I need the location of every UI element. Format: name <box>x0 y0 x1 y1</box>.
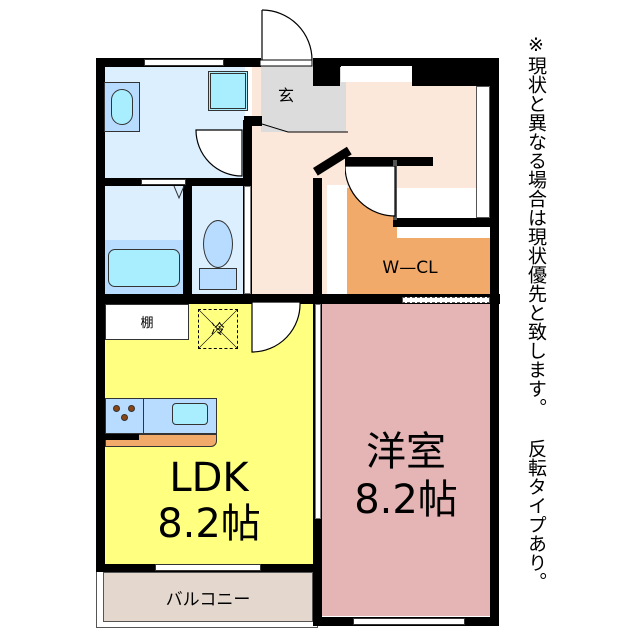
western-room-name: 洋室 <box>366 429 446 475</box>
wall-top-right-block <box>412 58 493 86</box>
toilet-bowl-icon <box>203 220 233 268</box>
burner-icon-1 <box>113 405 120 412</box>
vent-icon <box>173 186 185 200</box>
entrance-door-icon[interactable] <box>258 8 318 68</box>
washroom-door-icon[interactable] <box>194 124 246 180</box>
balcony <box>103 572 313 622</box>
western-room <box>322 304 490 616</box>
wcl-label: W—CL <box>382 258 438 278</box>
wall-closet-top <box>345 157 433 166</box>
ldk-door-icon[interactable] <box>250 302 306 354</box>
ldk-label: LDK 8.2帖 <box>105 455 313 547</box>
closet-passage <box>327 185 347 298</box>
wall-right <box>490 58 499 626</box>
western-room-label: 洋室 8.2帖 <box>322 428 490 524</box>
window-washroom <box>144 59 224 66</box>
kitchen-sink-icon <box>172 403 208 425</box>
sliding-door-room[interactable] <box>315 304 321 519</box>
burner-icon-3 <box>121 414 128 421</box>
shelf-label: 棚 <box>140 316 154 331</box>
wall-wet-bottom <box>96 294 500 304</box>
wall-closet-left <box>313 178 322 300</box>
washbasin-bowl-icon <box>111 89 133 125</box>
washing-machine-icon <box>208 71 248 111</box>
window-top-right <box>341 66 412 82</box>
entrance-label: 玄 <box>277 86 294 105</box>
window-bath <box>141 179 186 185</box>
wall-left <box>96 58 105 570</box>
fridge-label: 冷 <box>211 322 225 338</box>
wall-wcl-notch <box>393 218 493 227</box>
sliding-door-toilet[interactable] <box>244 186 251 294</box>
stove-divider <box>143 398 144 434</box>
window-ldk-bottom <box>155 564 261 571</box>
wcl-notch <box>397 188 490 238</box>
window-room-bottom <box>353 618 465 625</box>
closet-door-icon[interactable] <box>345 166 399 218</box>
balcony-label: バルコニー <box>165 590 251 610</box>
burner-icon-2 <box>128 405 135 412</box>
fridge-space <box>198 309 238 349</box>
sliding-door-wcl[interactable] <box>402 297 490 303</box>
ldk-size: 8.2帖 <box>157 501 261 547</box>
shelf <box>105 304 189 340</box>
entrance-step-icon <box>261 123 348 133</box>
disclaimer-note: ※現状と異なる場合は現状優先と致します。 反転タイプあり。 <box>525 34 547 591</box>
western-room-size: 8.2帖 <box>354 477 458 523</box>
toilet-tank-icon <box>199 268 237 290</box>
counter-wall <box>105 434 139 440</box>
wall-top-right <box>313 58 493 67</box>
bathtub-basin-icon <box>108 249 180 287</box>
ldk-name: LDK <box>169 455 249 501</box>
wall-entry-corner <box>244 116 262 126</box>
wall-entry-block <box>313 58 340 86</box>
window-right-hall <box>476 86 490 218</box>
wall-bath-toilet <box>183 180 192 298</box>
